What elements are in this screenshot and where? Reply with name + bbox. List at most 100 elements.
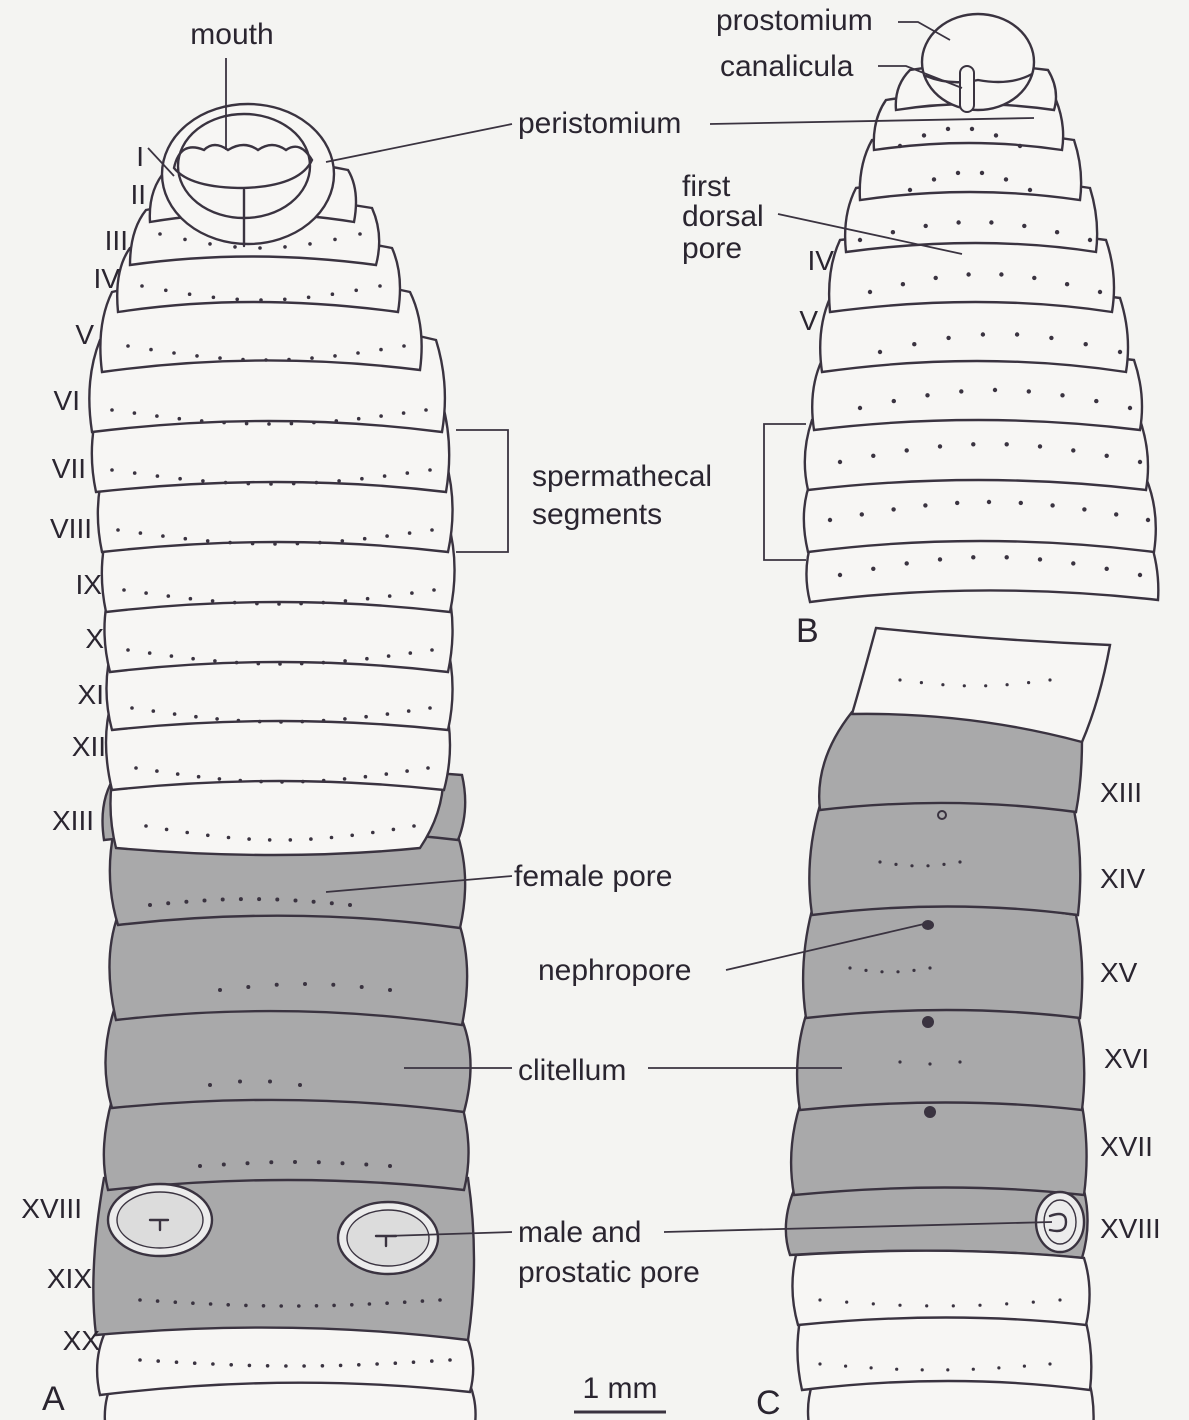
label-prostatic-pore: prostatic pore [518, 1256, 700, 1289]
seta-dot-a [209, 1302, 213, 1306]
seta-dot-a [268, 838, 272, 842]
seta-dot-b [1118, 350, 1122, 354]
seta-dot-a [195, 354, 199, 358]
seta-dot-a [426, 766, 430, 770]
seta-dot-a [357, 417, 361, 421]
seta-dot-c [894, 863, 897, 866]
seta-dot-a [312, 421, 316, 425]
seta-dot-a [309, 837, 313, 841]
seta-dot-c [921, 1368, 924, 1371]
seta-dot-a [280, 780, 284, 784]
seta-dot-a [337, 479, 341, 483]
seta-dot-c [898, 1304, 901, 1307]
seta-dot-b [1138, 573, 1142, 577]
seta-dot-a [301, 720, 305, 724]
label-nephropore: nephropore [538, 954, 691, 987]
seta-dot-a [322, 661, 326, 665]
seta-dot-a [110, 468, 114, 472]
seta-dot-a [262, 1304, 266, 1308]
seta-dot-a [222, 421, 226, 425]
scale-bar: 1 mm [574, 1372, 666, 1412]
seta-dot-b [1015, 332, 1019, 336]
numeral-a-13: XVIII [21, 1193, 82, 1224]
seta-dot-a [368, 1302, 372, 1306]
label-mouth: mouth [190, 18, 273, 51]
seta-dot-a [259, 780, 263, 784]
seta-dot-a [403, 1300, 407, 1304]
seta-dot-a [152, 709, 156, 713]
seta-dot-a [292, 482, 296, 486]
seta-dot-b [1088, 238, 1092, 242]
seta-dot-a [392, 828, 396, 832]
seta-dot-c [818, 1298, 821, 1301]
seta-dot-a [155, 414, 159, 418]
seta-dot-a [144, 591, 148, 595]
panel-letter-a: A [42, 1380, 65, 1418]
seta-dot-a [321, 1364, 325, 1368]
seta-dot-a [298, 1083, 302, 1087]
numeral-a-9: X [85, 623, 104, 654]
seta-dot-a [315, 481, 319, 485]
prostomium-b [922, 14, 1034, 110]
seta-dot-b [971, 442, 975, 446]
seta-dot-a [246, 1161, 250, 1165]
seta-dot-b [912, 342, 916, 346]
label-male-and: male and [518, 1216, 641, 1249]
seta-dot-a [206, 539, 210, 543]
seta-dot-b [932, 177, 936, 181]
seta-dot-c [1027, 681, 1030, 684]
seta-dot-b [1084, 342, 1088, 346]
seta-dot-b [905, 561, 909, 565]
seta-dot-a [296, 542, 300, 546]
seta-dot-a [215, 717, 219, 721]
seta-dot-a [255, 602, 259, 606]
segment-numerals-c: XIII XIV XV XVI XVII XVIII [1100, 777, 1161, 1244]
seta-dot-b [987, 500, 991, 504]
seta-dot-a [343, 659, 347, 663]
label-female-pore: female pore [514, 860, 672, 893]
seta-dot-b [938, 557, 942, 561]
seta-dot-a [138, 1358, 142, 1362]
seta-dot-a [183, 238, 187, 242]
seta-dot-b [934, 276, 938, 280]
seta-dot-a [364, 1163, 368, 1167]
seta-dot-b [924, 224, 928, 228]
seta-dot-b [1005, 442, 1009, 446]
seta-dot-a [430, 528, 434, 532]
seta-dot-a [155, 769, 159, 773]
seta-dot-b [892, 399, 896, 403]
seta-dot-b [1018, 144, 1022, 148]
seta-dot-a [194, 715, 198, 719]
seta-dot-a [386, 712, 390, 716]
seta-dot-a [133, 471, 137, 475]
seta-dot-b [860, 512, 864, 516]
seta-dot-b [868, 290, 872, 294]
seta-dot-a [247, 482, 251, 486]
seta-dot-a [432, 588, 436, 592]
seta-dot-a [412, 1360, 416, 1364]
seta-dot-a [197, 775, 201, 779]
seta-dot-c [895, 1368, 898, 1371]
seta-dot-a [110, 408, 114, 412]
seta-dot-a [278, 662, 282, 666]
seta-dot-b [898, 144, 902, 148]
seta-dot-c [912, 969, 915, 972]
seta-dot-a [378, 284, 382, 288]
seta-dot-a [222, 1163, 226, 1167]
panel-a-body [89, 104, 475, 1420]
panel-letter-c: C [756, 1384, 781, 1420]
seta-dot-a [201, 479, 205, 483]
seta-dot-c [864, 969, 867, 972]
seta-dot-c [1048, 1362, 1051, 1365]
seta-dot-a [297, 1304, 301, 1308]
seta-dot-a [387, 654, 391, 658]
seta-dot-a [283, 245, 287, 249]
segment-c-xix [797, 1313, 1091, 1390]
seta-dot-a [193, 1361, 197, 1365]
seta-dot-a [226, 1303, 230, 1307]
panel-letter-b: B [796, 612, 819, 650]
seta-dot-a [330, 836, 334, 840]
scale-bar-label: 1 mm [583, 1372, 658, 1405]
seta-dot-a [388, 594, 392, 598]
seta-dot-a [402, 411, 406, 415]
